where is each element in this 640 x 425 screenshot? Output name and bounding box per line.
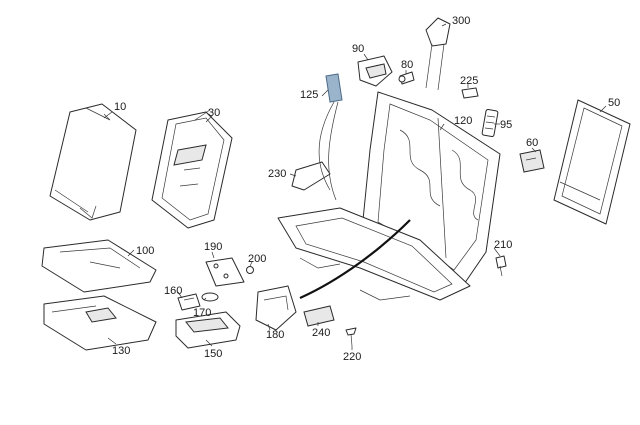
callout-labels: 10 30 50 60 80 90 95 100 120 125 130 150… bbox=[112, 15, 620, 363]
callout-225: 225 bbox=[460, 75, 478, 87]
part-210-bolt[interactable] bbox=[495, 255, 507, 277]
part-240-block[interactable] bbox=[303, 305, 335, 327]
callout-80: 80 bbox=[401, 59, 413, 71]
callout-150: 150 bbox=[204, 348, 222, 360]
callout-120: 120 bbox=[454, 115, 472, 127]
part-100-seat-cover[interactable] bbox=[41, 239, 157, 293]
callout-240: 240 bbox=[312, 327, 330, 339]
callout-200: 200 bbox=[248, 253, 266, 265]
callout-210: 210 bbox=[494, 239, 512, 251]
part-50-side-panel[interactable] bbox=[553, 99, 631, 225]
part-170-ring[interactable] bbox=[201, 292, 219, 302]
callout-95: 95 bbox=[500, 119, 512, 131]
part-150-console-tray[interactable] bbox=[175, 311, 241, 349]
part-130-seat-padding[interactable] bbox=[43, 295, 157, 351]
callout-130: 130 bbox=[112, 345, 130, 357]
callout-10: 10 bbox=[114, 101, 126, 113]
part-160-buckle[interactable] bbox=[177, 293, 201, 311]
part-90-headrest-guide[interactable] bbox=[357, 55, 393, 87]
part-200-screw[interactable] bbox=[246, 266, 254, 274]
part-80-bolt[interactable] bbox=[398, 71, 415, 85]
callout-180: 180 bbox=[266, 329, 284, 341]
part-190-trim-strip[interactable] bbox=[205, 257, 245, 287]
leader-lines bbox=[103, 23, 607, 350]
callout-90: 90 bbox=[352, 43, 364, 55]
part-120-seat-frame[interactable] bbox=[277, 91, 501, 301]
part-225-grommet[interactable] bbox=[461, 87, 479, 99]
callout-230: 230 bbox=[268, 168, 286, 180]
part-220-screw[interactable] bbox=[345, 327, 357, 347]
callout-160: 160 bbox=[164, 285, 182, 297]
callout-220: 220 bbox=[343, 351, 361, 363]
part-10-backrest-cover[interactable] bbox=[49, 103, 137, 221]
callout-60: 60 bbox=[526, 137, 538, 149]
part-300-headrest[interactable] bbox=[425, 17, 451, 91]
callout-170: 170 bbox=[193, 307, 211, 319]
part-30-backrest-padding[interactable] bbox=[151, 109, 233, 229]
part-95-clip[interactable] bbox=[481, 108, 499, 138]
part-230-cover[interactable] bbox=[291, 161, 331, 191]
callout-30: 30 bbox=[208, 107, 220, 119]
callout-50: 50 bbox=[608, 97, 620, 109]
part-125-wiring-harness[interactable] bbox=[318, 73, 343, 201]
callout-190: 190 bbox=[204, 241, 222, 253]
callout-100: 100 bbox=[136, 245, 154, 257]
callout-300: 300 bbox=[452, 15, 470, 27]
part-180-housing[interactable] bbox=[255, 285, 297, 331]
part-60-bracket[interactable] bbox=[519, 149, 545, 173]
callout-125: 125 bbox=[300, 89, 318, 101]
